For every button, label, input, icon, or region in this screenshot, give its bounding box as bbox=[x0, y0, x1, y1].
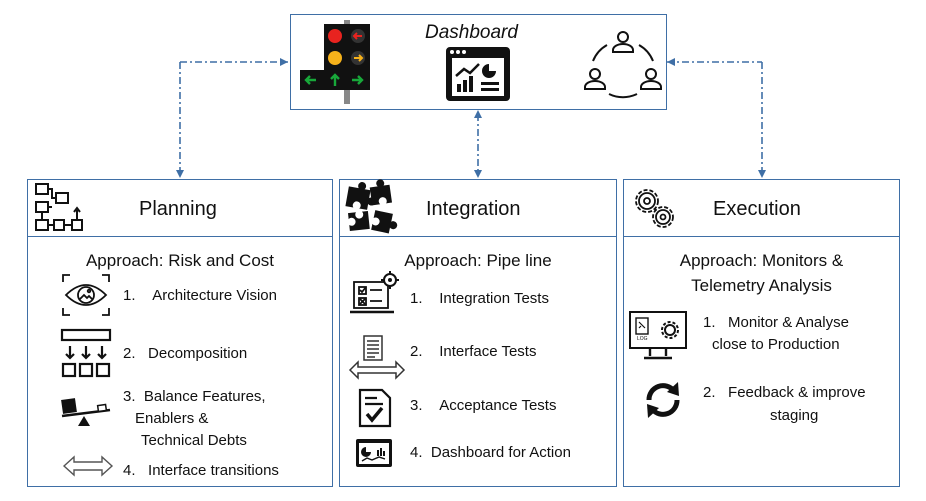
dashboard-report-icon bbox=[356, 439, 392, 467]
traffic-light-icon bbox=[300, 20, 370, 104]
gears-icon bbox=[635, 189, 674, 228]
dashboard-title: Dashboard bbox=[425, 22, 518, 43]
log-monitor-icon: LOG bbox=[629, 311, 687, 360]
planning-item-3-line3: Technical Debts bbox=[141, 432, 247, 449]
people-cycle-icon bbox=[584, 31, 662, 99]
decomposition-icon bbox=[60, 328, 112, 378]
execution-item-1-line2: close to Production bbox=[712, 336, 840, 353]
integration-approach: Approach: Pipe line bbox=[404, 251, 552, 270]
balance-seesaw-icon bbox=[61, 398, 111, 426]
integration-item-2: 2. Interface Tests bbox=[410, 343, 537, 360]
test-monitor-icon bbox=[350, 271, 399, 314]
planning-item-3: 3. Balance Features, bbox=[123, 388, 266, 405]
planning-item-2: 2. Decomposition bbox=[123, 345, 248, 362]
execution-approach-line2: Telemetry Analysis bbox=[691, 276, 832, 295]
integration-item-4: 4. Dashboard for Action bbox=[410, 444, 571, 461]
integration-item-3: 3. Acceptance Tests bbox=[410, 397, 557, 414]
execution-header bbox=[623, 179, 900, 237]
puzzle-icon bbox=[345, 179, 398, 234]
execution-title: Execution bbox=[713, 198, 801, 220]
planning-item-3-line2: Enablers & bbox=[135, 410, 209, 427]
eye-vision-icon bbox=[62, 274, 110, 316]
integration-item-1: 1. Integration Tests bbox=[410, 290, 549, 307]
double-arrow-icon bbox=[62, 455, 114, 477]
execution-item-2: 2. Feedback & improve bbox=[703, 384, 866, 401]
planning-title: Planning bbox=[139, 198, 217, 220]
execution-item-1: 1. Monitor & Analyse bbox=[703, 314, 849, 331]
checklist-icon bbox=[358, 388, 392, 428]
planning-approach: Approach: Risk and Cost bbox=[85, 251, 275, 270]
refresh-cycle-icon bbox=[646, 382, 680, 418]
planning-item-1: 1. Architecture Vision bbox=[123, 287, 277, 304]
interface-doc-icon bbox=[348, 335, 406, 380]
execution-approach-line1: Approach: Monitors & bbox=[679, 251, 844, 270]
log-label: LOG bbox=[637, 336, 648, 342]
dashboard-chart-icon bbox=[446, 47, 510, 101]
integration-title: Integration bbox=[426, 198, 521, 220]
flowchart-icon bbox=[35, 183, 83, 231]
execution-item-2-line2: staging bbox=[770, 407, 819, 424]
planning-item-4: 4. Interface transitions bbox=[123, 462, 279, 479]
